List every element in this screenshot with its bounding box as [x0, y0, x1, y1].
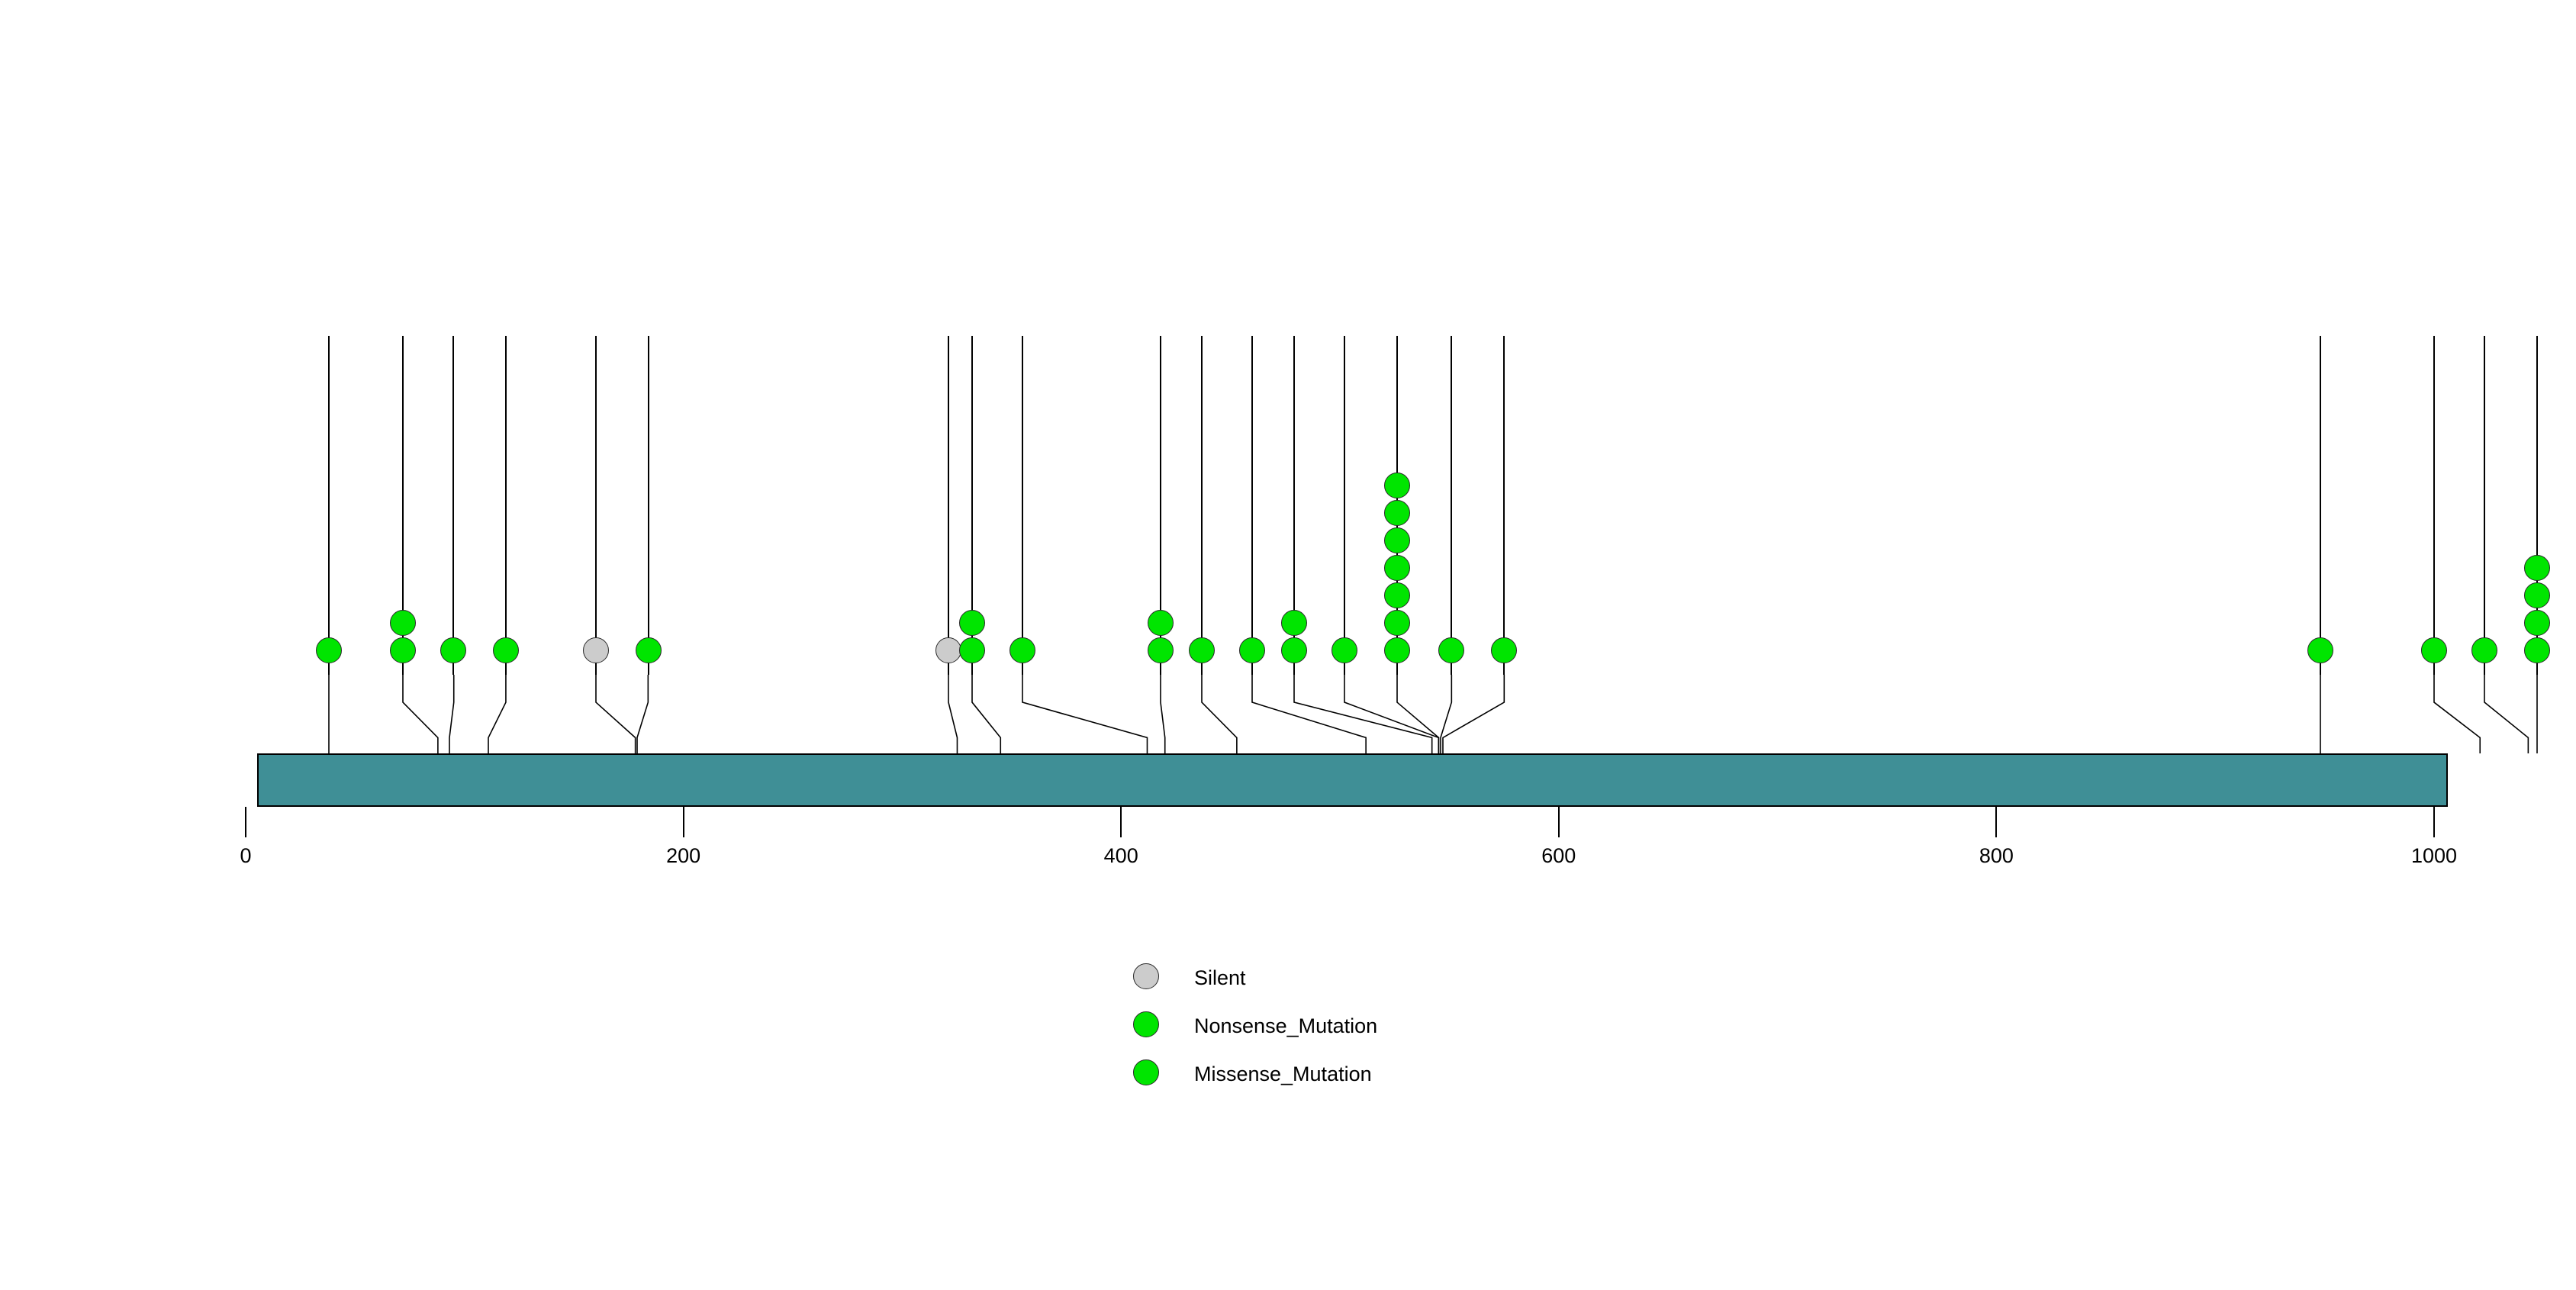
lollipop-stem [1451, 336, 1453, 675]
axis-tick [1557, 807, 1560, 837]
mutation-node[interactable] [1438, 637, 1465, 663]
legend-label: Silent [1194, 966, 1246, 989]
mutation-node[interactable] [315, 637, 342, 663]
axis-tick-label: 400 [1103, 844, 1138, 867]
mutation-node[interactable] [2523, 637, 2550, 663]
mutation-node[interactable] [1147, 610, 1174, 636]
lollipop-connector [2484, 675, 2529, 753]
legend-swatch-icon [1133, 963, 1159, 989]
lollipop-connector [1396, 675, 1439, 753]
legend-swatch-icon [1133, 1059, 1159, 1085]
legend-label: Nonsense_Mutation [1194, 1014, 1378, 1037]
lollipop-connector [1160, 675, 1166, 753]
mutation-node[interactable] [1280, 610, 1307, 636]
axis-tick-label: 1000 [2410, 844, 2458, 867]
axis-tick [1120, 807, 1122, 837]
lollipop-connector [947, 675, 958, 753]
mutation-node[interactable] [1383, 472, 1410, 498]
lollipop-stem [1343, 336, 1345, 675]
legend-swatch-icon [1133, 1011, 1159, 1037]
lollipop-connector [1022, 675, 1148, 753]
mutation-node[interactable] [1383, 582, 1410, 608]
lollipop-stem [1251, 336, 1254, 675]
lollipop-stem [402, 336, 404, 675]
mutation-node[interactable] [959, 637, 986, 663]
lollipop-stem [2433, 336, 2435, 675]
lollipop-connector [1441, 675, 1505, 753]
mutation-node[interactable] [1147, 637, 1174, 663]
lollipop-stem [971, 336, 974, 675]
mutation-node[interactable] [1491, 637, 1518, 663]
lollipop-connector [1440, 675, 1453, 753]
axis-tick [1995, 807, 1998, 837]
lollipop-connector [448, 675, 455, 753]
mutation-node[interactable] [1383, 500, 1410, 526]
lollipop-connector [2433, 675, 2481, 753]
mutation-node[interactable] [2523, 610, 2550, 636]
mutation-node[interactable] [440, 637, 467, 663]
lollipop-stem [452, 336, 455, 675]
mutation-node[interactable] [2307, 637, 2333, 663]
mutation-node[interactable] [1383, 610, 1410, 636]
mutation-node[interactable] [1009, 637, 1036, 663]
axis-tick-label: 800 [1979, 844, 2014, 867]
lollipop-connector [328, 675, 330, 753]
axis-tick-label: 200 [666, 844, 701, 867]
axis-tick [245, 807, 246, 837]
lollipop-connector [488, 675, 507, 753]
lollipop-connector [1293, 675, 1433, 753]
lollipop-stem [2319, 336, 2321, 675]
lollipop-stem [594, 336, 597, 675]
lollipop-stem [2483, 336, 2485, 675]
lollipop-stem [1503, 336, 1505, 675]
lollipop-stem [1159, 336, 1161, 675]
lollipop-connector [1343, 675, 1439, 753]
lollipop-connector [1201, 675, 1238, 753]
lollipop-stem [505, 336, 507, 675]
lollipop-stem [327, 336, 330, 675]
lollipop-connector [971, 675, 1002, 753]
protein-domain-bar [257, 753, 2448, 807]
mutation-node[interactable] [1239, 637, 1266, 663]
mutation-node[interactable] [935, 637, 961, 663]
mutation-node[interactable] [2523, 555, 2550, 581]
lollipop-connector [2536, 675, 2538, 753]
mutation-node[interactable] [390, 637, 417, 663]
mutation-node[interactable] [1383, 637, 1410, 663]
lollipop-stem [947, 336, 949, 675]
axis-tick-label: 0 [240, 844, 252, 867]
mutation-node[interactable] [493, 637, 520, 663]
lollipop-connector [595, 675, 636, 753]
mutation-node[interactable] [1280, 637, 1307, 663]
mutation-node[interactable] [1331, 637, 1357, 663]
lollipop-stem [2536, 336, 2538, 675]
lollipop-connector [636, 675, 649, 753]
lollipop-connector [402, 675, 440, 753]
lollipop-stem [647, 336, 649, 675]
mutation-node[interactable] [582, 637, 609, 663]
mutation-node[interactable] [2471, 637, 2497, 663]
mutation-node[interactable] [1189, 637, 1216, 663]
mutation-node[interactable] [1383, 527, 1410, 553]
mutation-node[interactable] [959, 610, 986, 636]
mutation-node[interactable] [2523, 582, 2550, 608]
axis-tick-label: 600 [1541, 844, 1576, 867]
mutation-node[interactable] [2421, 637, 2447, 663]
lollipop-connector [1251, 675, 1367, 753]
mutation-node[interactable] [390, 610, 417, 636]
legend-label: Missense_Mutation [1194, 1063, 1372, 1085]
lollipop-connector [2320, 675, 2321, 753]
mutation-node[interactable] [1383, 555, 1410, 581]
lollipop-stem [1201, 336, 1203, 675]
lollipop-stem [1293, 336, 1295, 675]
mutation-node[interactable] [635, 637, 662, 663]
axis-tick [682, 807, 684, 837]
lollipop-stem [1022, 336, 1024, 675]
axis-tick [2433, 807, 2435, 837]
